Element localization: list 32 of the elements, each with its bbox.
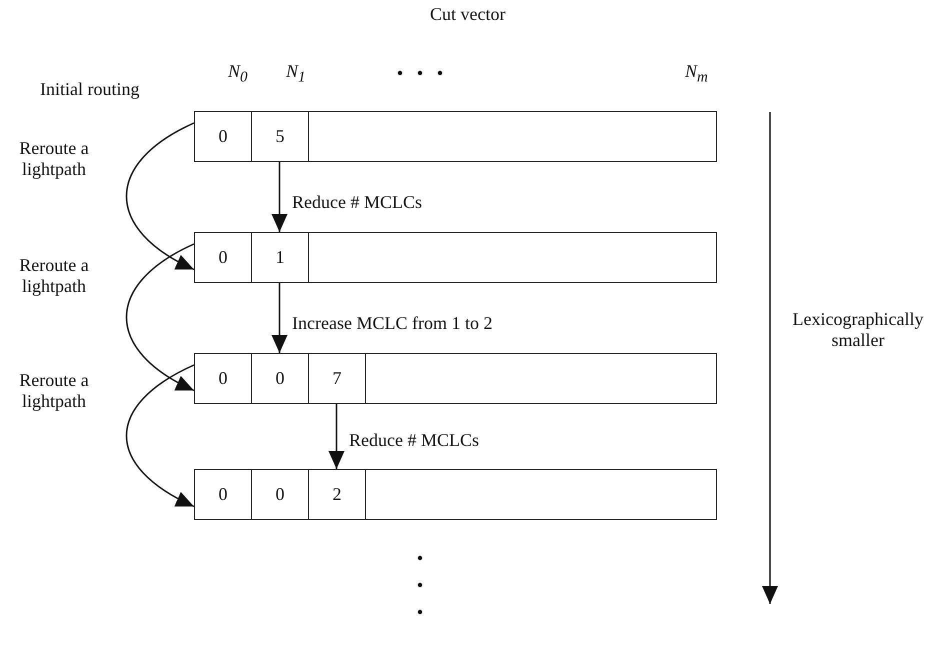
arrow [272,162,288,232]
edge-label: Increase MCLC from 1 to 2 [292,313,492,334]
vector-cell: 0 [195,470,252,519]
column-header: N$_{1}$ [286,61,306,88]
row-caption: Initial routing [40,79,140,100]
vector-cell: 2 [309,470,366,519]
vector-bar [194,232,717,283]
edge-label: Reduce # MCLCs [292,192,422,213]
edge-label: Reroute a lightpath [18,370,90,412]
vector-bar [194,469,717,520]
vector-bar [194,353,717,404]
header-label: Cut vector [430,4,506,25]
edge-label: Reroute a lightpath [18,255,90,297]
vector-bar [194,111,717,162]
vector-cell: 0 [195,354,252,403]
arrow [272,283,288,353]
column-header: N$_{m}$ [685,61,708,88]
vector-cell: 1 [252,233,309,282]
column-header: N$_{0}$ [228,61,248,88]
axis-label: Lexicographically smaller [792,309,924,351]
edge-label: Reroute a lightpath [18,138,90,180]
vector-cell: 0 [252,470,309,519]
arrow [126,364,194,508]
arrow [126,122,194,270]
vector-cell: 0 [195,233,252,282]
arrow [328,404,344,469]
vector-cell: 7 [309,354,366,403]
vector-cell: 0 [252,354,309,403]
edge-label: Reduce # MCLCs [349,430,479,451]
vector-cell: 5 [252,112,309,161]
vector-cell: 0 [195,112,252,161]
arrow [126,243,194,392]
